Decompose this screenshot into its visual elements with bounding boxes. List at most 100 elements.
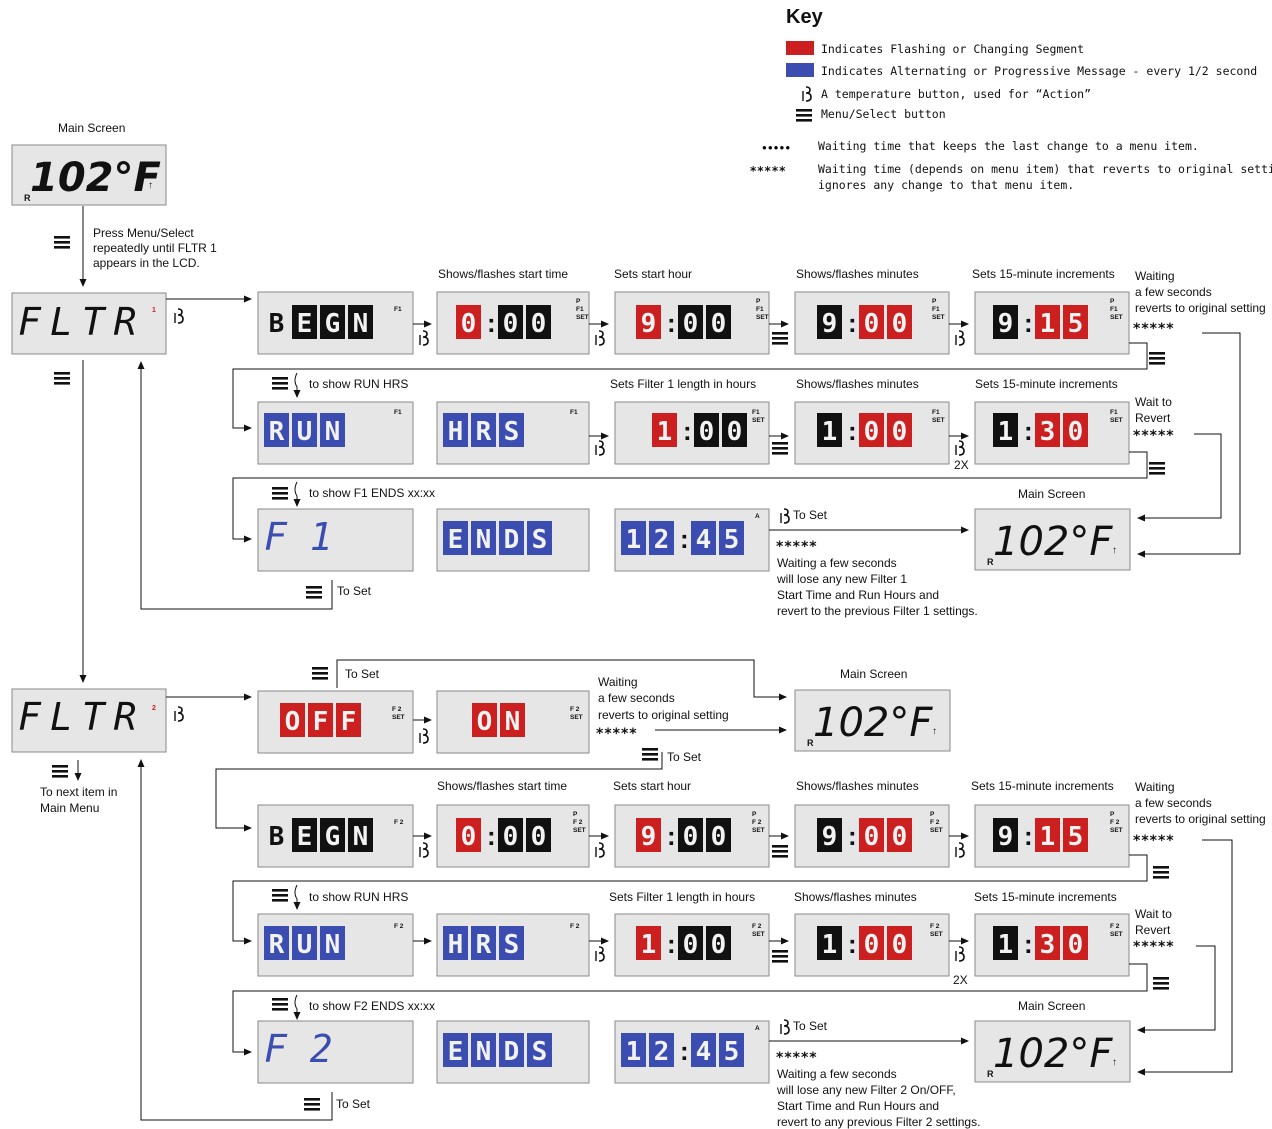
lenmin-char-cell: [859, 413, 884, 447]
run2-char: N: [325, 930, 341, 960]
len130-char-cell: [993, 413, 1018, 447]
begn-char: B: [269, 309, 285, 339]
len2-colon: :: [667, 929, 676, 959]
menu-button-icon: [1153, 977, 1169, 990]
temperature-button-icon: [780, 508, 790, 524]
f1-lose-2: will lose any new Filter 1: [776, 572, 907, 586]
key-title: Key: [786, 6, 824, 28]
len1302-char-cell: [993, 926, 1018, 960]
hrs2-char-cell: [443, 926, 468, 960]
temperature-button-icon: [955, 842, 965, 858]
menu-button-icon: [54, 372, 70, 385]
ends2-char: E: [448, 1037, 464, 1067]
indicator-text: SET: [930, 931, 943, 938]
begn2-char-cell: [348, 818, 373, 852]
menu-button-icon: [796, 109, 812, 122]
run-char: R: [269, 417, 285, 447]
min2-char: 0: [864, 822, 880, 852]
endstime2-char-cell: [719, 1033, 744, 1067]
menu-button-icon: [772, 332, 788, 345]
off-char: F: [341, 707, 357, 737]
key-stars-symbol: *****: [750, 164, 786, 178]
key-temp-button-text: A temperature button, used for “Action”: [821, 87, 1091, 101]
f1-row2-sets-15-label: Sets 15-minute increments: [975, 377, 1118, 391]
min-colon: :: [848, 308, 857, 338]
min152-colon: :: [1024, 821, 1033, 851]
indicator-text: SET: [570, 714, 583, 721]
indicator-text: F 2: [752, 819, 762, 826]
indicator-text: A: [755, 513, 760, 520]
r-indicator: R: [987, 1069, 994, 1079]
press-menu-label-2: repeatedly until FLTR 1: [93, 241, 217, 255]
key-dots-text: Waiting time that keeps the last change …: [818, 139, 1199, 153]
next-item-label-2: Main Menu: [40, 801, 99, 815]
endstime-char-cell: [649, 521, 674, 555]
menu-button-icon: [1149, 462, 1165, 475]
lcd-fltr2: FLTR 2: [11, 688, 167, 753]
f2-to-show-run-label: to show RUN HRS: [309, 890, 408, 904]
r-indicator: R: [807, 738, 814, 748]
len2-char-cell: [678, 926, 703, 960]
indicator-text: F 2: [394, 923, 404, 930]
indicator-text: F 2: [573, 819, 583, 826]
indicator-text: F 2: [570, 706, 580, 713]
temperature-button-icon: [174, 706, 184, 722]
indicator-text: F1: [576, 306, 584, 313]
f2-shows-start-label: Shows/flashes start time: [437, 779, 567, 793]
len2-char: 1: [641, 930, 657, 960]
endstime-char: 1: [626, 525, 642, 555]
min152-char-cell: [1063, 818, 1088, 852]
indicator-text: SET: [752, 931, 765, 938]
temperature-button-icon: [955, 440, 965, 456]
hrs2-char: H: [448, 930, 464, 960]
run2-char-cell: [320, 926, 345, 960]
f2-row2-sets-15-label: Sets 15-minute increments: [974, 890, 1117, 904]
f2-to-show-ends-label: to show F2 ENDS xx:xx: [309, 999, 435, 1013]
lcd-fltr1: FLTR 1: [11, 292, 167, 355]
fltr2-index: 2: [152, 705, 156, 712]
temperature-button-icon: [595, 946, 605, 962]
indicator-text: F 2: [752, 923, 762, 930]
menu-button-icon: [272, 487, 288, 500]
indicator-text: SET: [930, 827, 943, 834]
endstime-char: 2: [654, 525, 670, 555]
main-screen-label-top: Main Screen: [58, 121, 125, 135]
start-char: 0: [531, 309, 547, 339]
ends2-char: S: [532, 1037, 548, 1067]
f2-lose-2: will lose any new Filter 2 On/OFF,: [776, 1083, 956, 1097]
off-char-cell: [308, 703, 333, 737]
start92-char-cell: [706, 818, 731, 852]
f2-stars-1: *****: [1133, 833, 1175, 849]
start2-char: 0: [461, 822, 477, 852]
labels-layer: Main Screen Press Menu/Select repeatedly…: [40, 121, 1266, 1129]
hrs-char-cell: [443, 413, 468, 447]
temperature-button-icon: [780, 1019, 790, 1035]
min2-char-cell: [817, 818, 842, 852]
thermometer-up-icon: ↑: [932, 726, 937, 737]
start2-char: 0: [503, 822, 519, 852]
len130-char: 0: [1068, 417, 1084, 447]
f2-lose-3: Start Time and Run Hours and: [777, 1099, 939, 1113]
ends2-char-cell: [527, 1033, 552, 1067]
lenmin2-char: 0: [892, 930, 908, 960]
f2-main-screen-label-1: Main Screen: [840, 667, 907, 681]
f2-bottom-to-set-label: To Set: [336, 1097, 371, 1111]
ends-char: E: [448, 525, 464, 555]
start92-char: 0: [683, 822, 699, 852]
endstime2-char-cell: [649, 1033, 674, 1067]
endstime2-colon: :: [680, 1036, 689, 1066]
ends-char-cell: [499, 521, 524, 555]
begn2-char-cell: [320, 818, 345, 852]
run-char-cell: [292, 413, 317, 447]
key-legend: Key Indicates Flashing or Changing Segme…: [750, 6, 1272, 192]
run-char-cell: [320, 413, 345, 447]
len1302-char: 1: [998, 930, 1014, 960]
